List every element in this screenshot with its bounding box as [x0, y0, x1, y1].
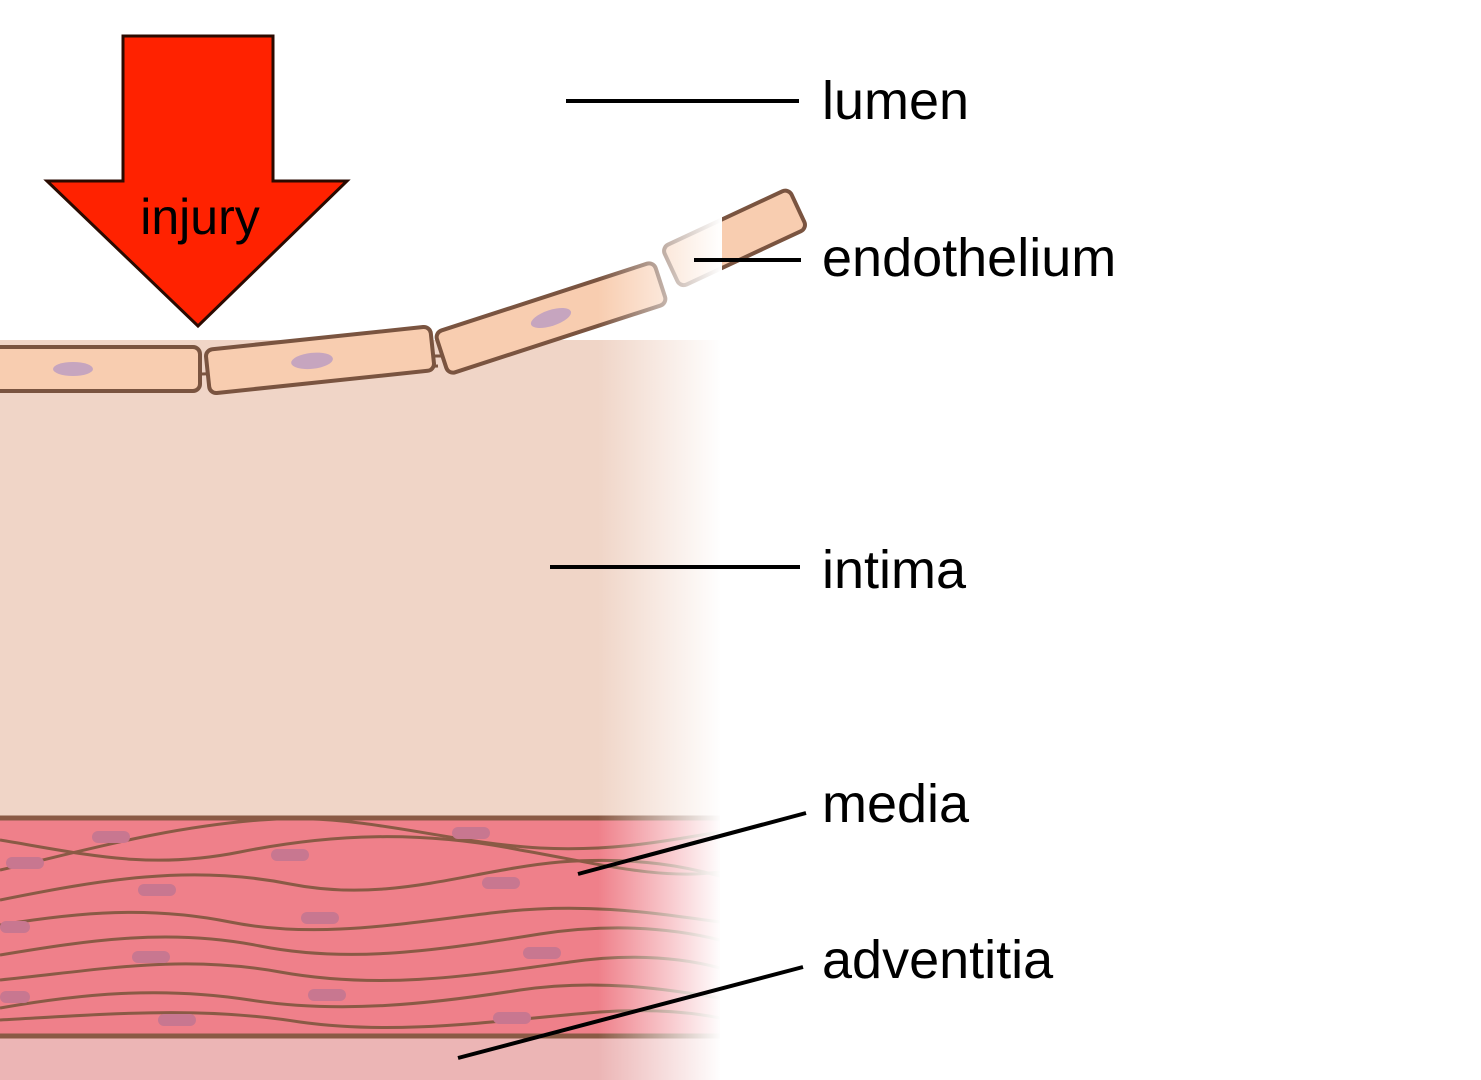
muscle-nuclei [0, 827, 561, 1026]
endothelial-cell [0, 345, 202, 393]
endothelium-label: endothelium [822, 228, 1116, 288]
intima-label: intima [822, 540, 967, 600]
media-leader-line [577, 811, 807, 876]
injury-arrow: injury [43, 34, 351, 329]
endothelial-cell [204, 325, 436, 395]
lumen-label: lumen [822, 71, 969, 131]
endothelial-cells [0, 188, 807, 395]
adventitia-leader-line [457, 965, 804, 1060]
injury-label: injury [140, 189, 259, 245]
leader-lines [457, 99, 807, 1060]
media-label: media [822, 774, 970, 834]
tissue-fade [598, 200, 722, 1080]
adventitia-label: adventitia [822, 930, 1054, 990]
